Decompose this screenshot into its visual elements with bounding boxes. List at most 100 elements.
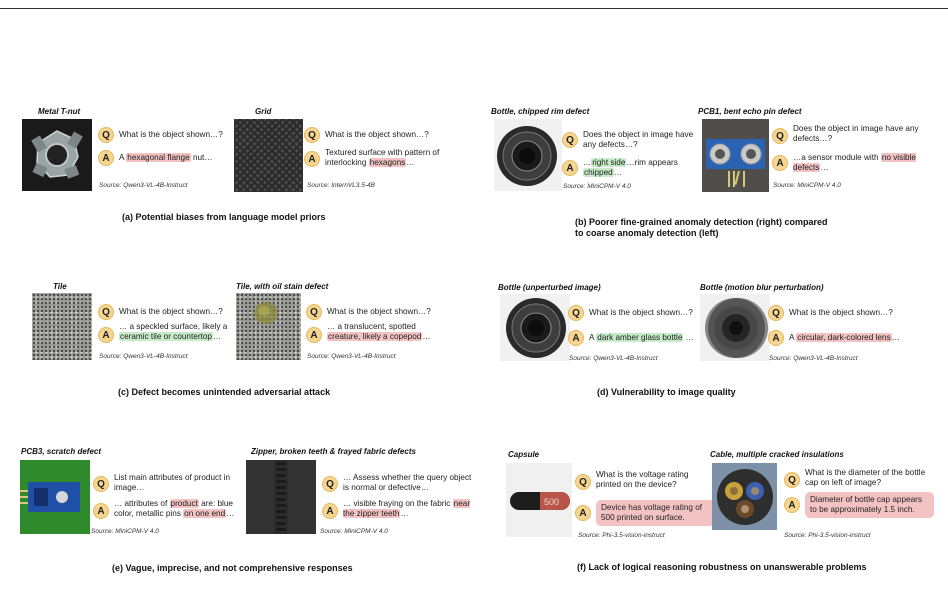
question-text: What is the object shown…? — [119, 307, 223, 316]
answer-text: … a speckled surface, likely a ceramic t… — [119, 322, 228, 341]
q-badge: Q — [322, 476, 338, 492]
a-badge: A — [768, 330, 784, 346]
question-row: Q List main attributes of product in ima… — [93, 473, 243, 493]
example-title: Grid — [255, 107, 272, 116]
example-title: Bottle (unperturbed image) — [498, 283, 601, 292]
q-badge: Q — [768, 305, 784, 321]
q-badge: Q — [575, 474, 591, 490]
answer-text: A dark amber glass bottle … — [589, 333, 694, 342]
example-title: PCB3, scratch defect — [21, 447, 102, 456]
caption-c: (c) Defect becomes unintended adversaria… — [118, 387, 331, 397]
source-label: Source: Phi-3.5-vision-instruct — [578, 532, 665, 539]
question-row: Q What is the object shown…? — [304, 127, 454, 143]
source-label: Source: InternVL3.5-4B — [307, 182, 375, 189]
answer-row: A A dark amber glass bottle … — [568, 330, 718, 346]
question-text: … Assess whether the query object is nor… — [343, 473, 472, 492]
question-row: Q What is the object shown…? — [306, 304, 451, 320]
caption-d: (d) Vulnerability to image quality — [597, 387, 736, 397]
question-text: What is the object shown…? — [119, 130, 223, 139]
example-title: PCB1, bent echo pin defect — [698, 107, 802, 116]
answer-row: A … attributes of product are: blue colo… — [93, 499, 243, 519]
bottle-clean-image — [500, 294, 570, 361]
answer-text: A circular, dark-colored lens… — [789, 333, 900, 342]
tile-image — [32, 293, 92, 360]
answer-row: A … a translucent, spotted creature, lik… — [306, 322, 451, 343]
q-badge: Q — [98, 127, 114, 143]
answer-text: A hexagonal flange nut… — [119, 153, 213, 162]
a-badge: A — [575, 505, 591, 521]
source-label: Source: MiniCPM-V 4.0 — [91, 528, 159, 535]
question-text: What is the object shown…? — [789, 308, 893, 317]
question-row: Q What is the object shown…? — [768, 305, 908, 321]
answer-row: A A circular, dark-colored lens… — [768, 330, 918, 346]
a-badge: A — [568, 330, 584, 346]
a-badge: A — [304, 151, 320, 167]
source-label: Source: Qwen3-VL-4B-Instruct — [99, 182, 188, 189]
source-label: Source: Qwen3-VL-4B-Instruct — [99, 353, 188, 360]
a-badge: A — [772, 155, 788, 171]
answer-row: A … a speckled surface, likely a ceramic… — [98, 322, 243, 343]
caption-a: (a) Potential biases from language model… — [122, 212, 326, 222]
question-text: Does the object in image have any defect… — [583, 130, 694, 149]
answer-row: A Device has voltage rating of 500 print… — [575, 500, 715, 526]
answer-row: A Diameter of bottle cap appears to be a… — [784, 492, 934, 518]
caption-b: (b) Poorer fine-grained anomaly detectio… — [575, 217, 828, 238]
answer-text: Diameter of bottle cap appears to be app… — [805, 492, 934, 518]
highlight: circular, dark-colored lens — [796, 333, 892, 342]
q-badge: Q — [93, 476, 109, 492]
a-badge: A — [306, 327, 322, 343]
answer-text: … a translucent, spotted creature, likel… — [327, 322, 431, 341]
a-badge: A — [562, 160, 578, 176]
question-row: Q Does the object in image have any defe… — [562, 130, 697, 150]
a-badge: A — [93, 503, 109, 519]
q-badge: Q — [306, 304, 322, 320]
answer-text: …right side…rim appears chipped… — [583, 158, 678, 177]
source-label: Source: Phi-3.5-vision-instruct — [784, 532, 871, 539]
source-label: Source: MiniCPM-V 4.0 — [563, 183, 631, 190]
question-text: What is the object shown…? — [327, 307, 431, 316]
example-title: Cable, multiple cracked insulations — [710, 450, 844, 459]
highlight: product — [169, 499, 199, 508]
caption-e: (e) Vague, imprecise, and not comprehens… — [112, 563, 353, 573]
answer-text: … visible fraying on the fabric near the… — [343, 499, 471, 518]
highlight: dark amber glass bottle — [596, 333, 684, 342]
highlight: on one end — [183, 509, 227, 518]
pcb1-image — [702, 119, 769, 192]
bottle-blur-image — [700, 294, 770, 361]
question-row: Q What is the object shown…? — [568, 305, 708, 321]
highlight: hexagonal flange — [126, 153, 191, 162]
grid-image — [234, 119, 303, 192]
question-text: What is the object shown…? — [325, 130, 429, 139]
q-badge: Q — [98, 304, 114, 320]
question-row: Q What is the object shown…? — [98, 127, 238, 143]
source-label: Source: Qwen3-VL-4B-Instruct — [307, 353, 396, 360]
q-badge: Q — [304, 127, 320, 143]
a-badge: A — [98, 327, 114, 343]
question-row: Q What is the object shown…? — [98, 304, 238, 320]
example-title: Metal T-nut — [38, 107, 81, 116]
example-title: Bottle (motion blur perturbation) — [700, 283, 824, 292]
capsule-image: 500 — [506, 463, 572, 537]
answer-text: … attributes of product are: blue color,… — [114, 499, 235, 518]
answer-row: A Textured surface with pattern of inter… — [304, 148, 454, 168]
question-text: List main attributes of product in image… — [114, 473, 231, 492]
bottle-chipped-image — [494, 119, 562, 191]
question-row: Q Does the object in image have any defe… — [772, 124, 922, 144]
q-badge: Q — [562, 132, 578, 148]
question-text: What is the voltage rating printed on th… — [596, 470, 689, 489]
a-badge: A — [784, 497, 800, 513]
a-badge: A — [322, 503, 338, 519]
source-label: Source: MiniCPM-V 4.0 — [773, 182, 841, 189]
top-rule — [0, 8, 948, 9]
question-row: Q … Assess whether the query object is n… — [322, 473, 472, 493]
highlight: creature, likely a copepod — [327, 332, 423, 341]
source-label: Source: Qwen3-VL-4B-Instruct — [769, 355, 858, 362]
q-badge: Q — [772, 128, 788, 144]
caption-f: (f) Lack of logical reasoning robustness… — [577, 562, 867, 572]
q-badge: Q — [784, 472, 800, 488]
answer-row: A A hexagonal flange nut… — [98, 150, 238, 166]
question-row: Q What is the diameter of the bottle cap… — [784, 468, 934, 488]
pcb3-image — [20, 460, 90, 534]
tnut-image — [22, 119, 92, 191]
example-title: Bottle, chipped rim defect — [491, 107, 590, 116]
